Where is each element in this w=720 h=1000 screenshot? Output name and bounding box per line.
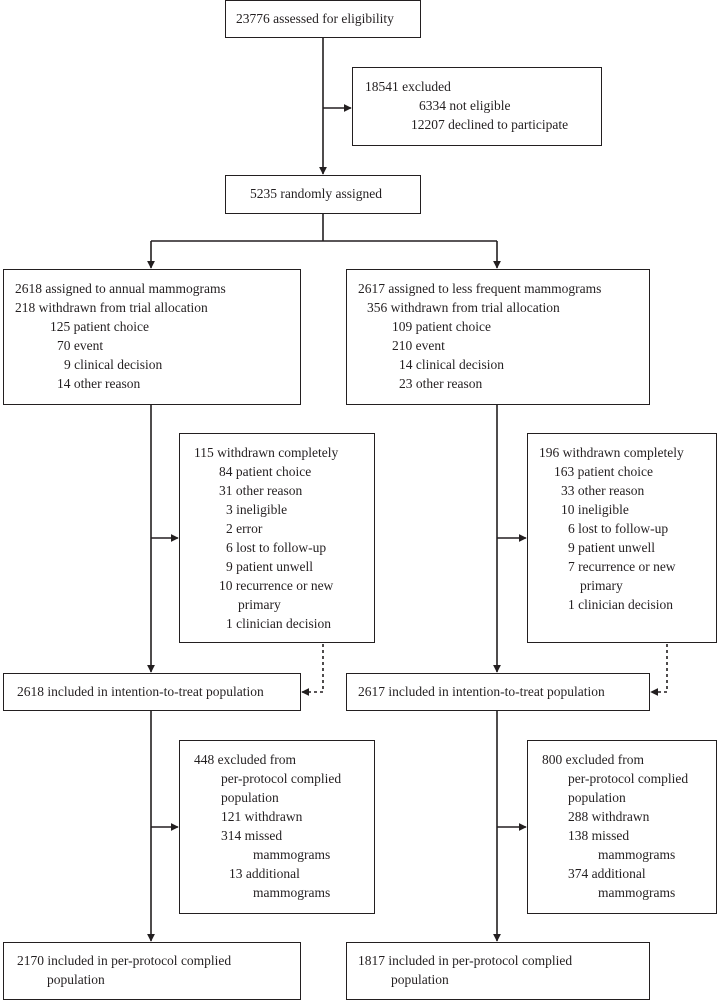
annual-itt-label: 2618 included in intention-to-treat popu… xyxy=(17,684,264,699)
annual-pp-box: 2170 included in per-protocol complied p… xyxy=(3,942,301,1000)
annual-withdrawn-recurrence-cont: primary xyxy=(238,597,281,612)
less-pp-excluded-missed-cont: mammograms xyxy=(598,847,676,862)
excluded-total: 18541 excluded xyxy=(365,79,451,94)
annual-pp-excluded-additional: 13 additional xyxy=(229,866,300,881)
annual-assigned: 2618 assigned to annual mammograms xyxy=(15,281,226,296)
less-itt-label: 2617 included in intention-to-treat popu… xyxy=(358,684,605,699)
dashed-arrow-annual-withdrawn-to-itt xyxy=(301,644,324,696)
assessed-box: 23776 assessed for eligibility xyxy=(225,0,421,38)
annual-withdrawn-ineligible: 3 ineligible xyxy=(226,502,288,517)
excluded-box: 18541 excluded 6334 not eligible 12207 d… xyxy=(352,67,602,146)
annual-withdrawn-recurrence: 10 recurrence or new xyxy=(219,578,334,593)
annual-pp-excluded-missed: 314 missed xyxy=(221,828,283,843)
annual-withdrawn-lost: 6 lost to follow-up xyxy=(226,540,327,555)
annual-pp-excluded-additional-cont: mammograms xyxy=(253,885,331,900)
less-withdrawn-total: 196 withdrawn completely xyxy=(539,445,684,460)
annual-other-reason: 14 other reason xyxy=(57,376,141,391)
annual-withdrawn-box: 115 withdrawn completely 84 patient choi… xyxy=(179,433,375,643)
annual-pp-excluded-withdrawn: 121 withdrawn xyxy=(221,809,303,824)
annual-pp-excluded-total: 448 excluded from xyxy=(194,752,296,767)
annual-withdrawn-clinician: 1 clinician decision xyxy=(226,616,331,631)
annual-withdrawn-total: 115 withdrawn completely xyxy=(194,445,339,460)
less-clinical-decision: 14 clinical decision xyxy=(399,357,504,372)
annual-pp-label: 2170 included in per-protocol complied xyxy=(17,953,232,968)
randomised-label: 5235 randomly assigned xyxy=(250,186,382,201)
less-withdrawn-box: 196 withdrawn completely 163 patient cho… xyxy=(527,433,717,643)
annual-pp-excluded-box: 448 excluded from per-protocol complied … xyxy=(179,740,375,914)
excluded-not-eligible: 6334 not eligible xyxy=(419,98,511,113)
annual-withdrawn-other-reason: 31 other reason xyxy=(219,483,303,498)
less-withdrawn-ineligible: 10 ineligible xyxy=(561,502,629,517)
less-patient-choice: 109 patient choice xyxy=(392,319,491,334)
less-pp-excluded-additional: 374 additional xyxy=(568,866,646,881)
annual-event: 70 event xyxy=(57,338,104,353)
annual-withdrawn-allocation: 218 withdrawn from trial allocation xyxy=(15,300,208,315)
annual-allocation-box: 2618 assigned to annual mammograms 218 w… xyxy=(3,269,301,405)
randomised-box: 5235 randomly assigned xyxy=(225,175,421,214)
less-withdrawn-clinician: 1 clinician decision xyxy=(568,597,673,612)
dashed-arrow-less-withdrawn-to-itt xyxy=(650,644,668,696)
less-pp-excluded-missed: 138 missed xyxy=(568,828,630,843)
less-withdrawn-lost: 6 lost to follow-up xyxy=(568,521,669,536)
less-event: 210 event xyxy=(392,338,445,353)
less-withdrawn-recurrence-cont: primary xyxy=(580,578,623,593)
less-withdrawn-other-reason: 33 other reason xyxy=(561,483,645,498)
less-pp-excluded-withdrawn: 288 withdrawn xyxy=(568,809,650,824)
annual-withdrawn-error: 2 error xyxy=(226,521,263,536)
annual-withdrawn-patient-choice: 84 patient choice xyxy=(219,464,312,479)
less-pp-excluded-total: 800 excluded from xyxy=(542,752,644,767)
less-pp-label: 1817 included in per-protocol complied xyxy=(358,953,573,968)
annual-pp-label-cont: population xyxy=(47,972,105,987)
less-assigned: 2617 assigned to less frequent mammogram… xyxy=(358,281,602,296)
less-frequent-allocation-box: 2617 assigned to less frequent mammogram… xyxy=(346,269,650,405)
less-itt-box: 2617 included in intention-to-treat popu… xyxy=(346,673,650,711)
annual-withdrawn-unwell: 9 patient unwell xyxy=(226,559,313,574)
annual-pp-excluded-line2: per-protocol complied xyxy=(221,771,342,786)
annual-patient-choice: 125 patient choice xyxy=(50,319,149,334)
assessed-label: 23776 assessed for eligibility xyxy=(236,11,394,26)
less-pp-excluded-line3: population xyxy=(568,790,626,805)
annual-pp-excluded-missed-cont: mammograms xyxy=(253,847,331,862)
less-withdrawn-recurrence: 7 recurrence or new xyxy=(568,559,676,574)
less-pp-excluded-additional-cont: mammograms xyxy=(598,885,676,900)
annual-pp-excluded-line3: population xyxy=(221,790,279,805)
less-pp-excluded-box: 800 excluded from per-protocol complied … xyxy=(527,740,717,914)
less-pp-excluded-line2: per-protocol complied xyxy=(568,771,689,786)
less-withdrawn-patient-choice: 163 patient choice xyxy=(554,464,653,479)
annual-itt-box: 2618 included in intention-to-treat popu… xyxy=(3,673,301,711)
less-withdrawn-unwell: 9 patient unwell xyxy=(568,540,655,555)
less-other-reason: 23 other reason xyxy=(399,376,483,391)
less-pp-label-cont: population xyxy=(391,972,449,987)
annual-clinical-decision: 9 clinical decision xyxy=(64,357,163,372)
less-withdrawn-allocation: 356 withdrawn from trial allocation xyxy=(367,300,560,315)
excluded-declined: 12207 declined to participate xyxy=(411,117,569,132)
less-pp-box: 1817 included in per-protocol complied p… xyxy=(346,942,650,1000)
